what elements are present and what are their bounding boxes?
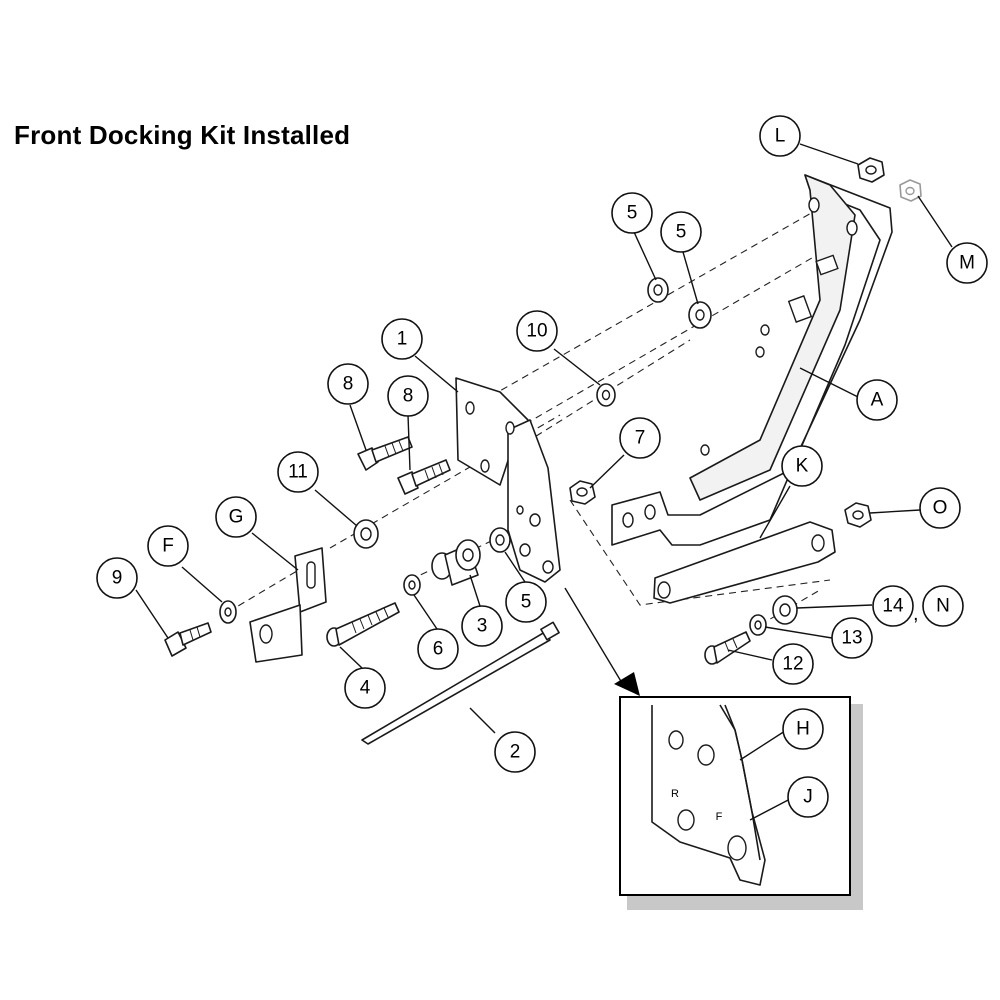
callout-n: N: [922, 585, 964, 627]
callout-8a-label: 8: [343, 374, 354, 395]
callout-j: J: [787, 776, 829, 818]
callout-3: 3: [461, 605, 503, 647]
bolt-12: [704, 631, 751, 665]
washer-6: [403, 574, 421, 596]
inset-mark-r: R: [671, 788, 679, 800]
bracket-g: [249, 547, 327, 663]
callout-14: 14: [872, 585, 914, 627]
callout-l: L: [759, 115, 801, 157]
nut-l: [857, 157, 885, 183]
washer-f: [219, 600, 237, 624]
callout-8b-label: 8: [403, 386, 414, 407]
callout-1-label: 1: [397, 329, 408, 350]
page-title: Front Docking Kit Installed: [14, 120, 351, 150]
callout-3-label: 3: [477, 616, 488, 637]
spacer-11: [353, 519, 379, 549]
mounting-bracket-1: [455, 377, 561, 583]
callout-5c-label: 5: [521, 592, 532, 613]
callout-m-label: M: [959, 253, 975, 274]
bolt-4: [326, 602, 400, 647]
callout-g-label: G: [229, 507, 244, 528]
callout-m: M: [946, 242, 988, 284]
callout-n-label: N: [936, 596, 950, 617]
callout-h: H: [782, 708, 824, 750]
callout-5-upper-left: 5: [611, 192, 653, 234]
nut-m: [899, 179, 922, 202]
bolt-8-upper: [357, 436, 413, 471]
callout-12: 12: [772, 643, 814, 685]
callout-o-label: O: [933, 498, 948, 519]
inset-pointer: [564, 587, 640, 696]
callout-10-label: 10: [526, 321, 547, 342]
callout-14-label: 14: [882, 596, 904, 617]
spacer-10: [596, 383, 616, 407]
callout-k-label: K: [796, 456, 809, 477]
washer-13: [749, 614, 767, 636]
callout-8-upper: 8: [327, 363, 369, 405]
callout-5-upper-right: 5: [660, 211, 702, 253]
callout-13-label: 13: [841, 628, 862, 649]
callout-l-label: L: [775, 126, 786, 147]
nut-7: [569, 480, 596, 505]
callout-9: 9: [96, 557, 138, 599]
callout-5-lower: 5: [505, 581, 547, 623]
callout-6-label: 6: [433, 639, 444, 660]
callout-11: 11: [277, 451, 319, 493]
bolt-8-lower: [397, 459, 451, 495]
washer-5-lower: [489, 527, 511, 553]
callout-k: K: [781, 445, 823, 487]
callout-10: 10: [516, 310, 558, 352]
callout-f-label: F: [162, 536, 174, 557]
callout-a-label: A: [871, 390, 884, 411]
docking-arm-a: [611, 174, 893, 546]
link-k: [653, 521, 836, 604]
bushing-3: [431, 539, 481, 586]
washer-5-upper: [647, 277, 712, 329]
callout-h-label: H: [796, 719, 810, 740]
nut-o: [844, 502, 872, 528]
callout-13: 13: [831, 617, 873, 659]
callout-5b-label: 5: [676, 222, 687, 243]
callout-a: A: [856, 379, 898, 421]
callout-separator: ,: [913, 603, 919, 625]
cable-tie-2: [361, 621, 560, 745]
callout-12-label: 12: [782, 654, 803, 675]
callout-4-label: 4: [360, 678, 371, 699]
callout-7: 7: [619, 417, 661, 459]
callout-4: 4: [344, 667, 386, 709]
callout-9-label: 9: [112, 568, 123, 589]
callout-1: 1: [381, 318, 423, 360]
callout-6: 6: [417, 628, 459, 670]
callout-8-lower: 8: [387, 375, 429, 417]
inset-mark-f: F: [716, 811, 723, 823]
callout-2: 2: [494, 731, 536, 773]
spacer-14: [772, 595, 798, 625]
callout-o: O: [919, 487, 961, 529]
callout-f: F: [147, 525, 189, 567]
leader-lines: [135, 143, 953, 821]
callout-2-label: 2: [510, 742, 521, 763]
callout-11-label: 11: [288, 462, 308, 483]
callout-g: G: [215, 496, 257, 538]
bolt-9: [164, 622, 212, 657]
callout-5a-label: 5: [627, 203, 638, 224]
callout-7-label: 7: [635, 428, 646, 449]
callout-j-label: J: [803, 787, 813, 808]
